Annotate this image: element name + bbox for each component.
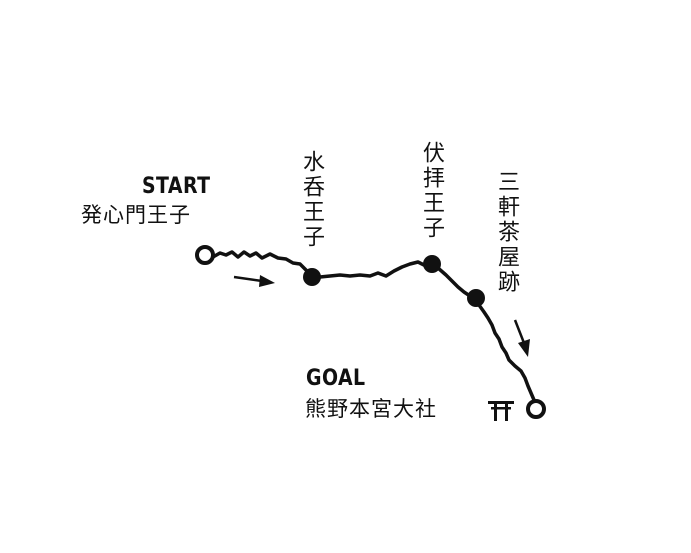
waypoint-marker-icon-2 xyxy=(423,255,441,273)
waypoint-marker-icon-1 xyxy=(303,268,321,286)
waypoint-label-1: 水呑王子 xyxy=(299,150,324,250)
direction-arrow-icon-2 xyxy=(513,319,530,357)
start-name: 発心門王子 xyxy=(81,203,191,227)
direction-arrow-icon-1 xyxy=(233,275,275,287)
torii-icon xyxy=(488,401,514,421)
start-heading: START xyxy=(142,174,211,199)
goal-heading: GOAL xyxy=(306,366,366,391)
waypoint-marker-icon-3 xyxy=(467,289,485,307)
route-line xyxy=(203,250,538,411)
waypoint-label-3: 三軒茶屋跡 xyxy=(494,170,519,295)
goal-marker-icon xyxy=(526,399,546,419)
waypoint-label-2: 伏拝王子 xyxy=(419,141,444,241)
goal-name: 熊野本宮大社 xyxy=(305,397,437,421)
start-marker-icon xyxy=(195,245,215,265)
